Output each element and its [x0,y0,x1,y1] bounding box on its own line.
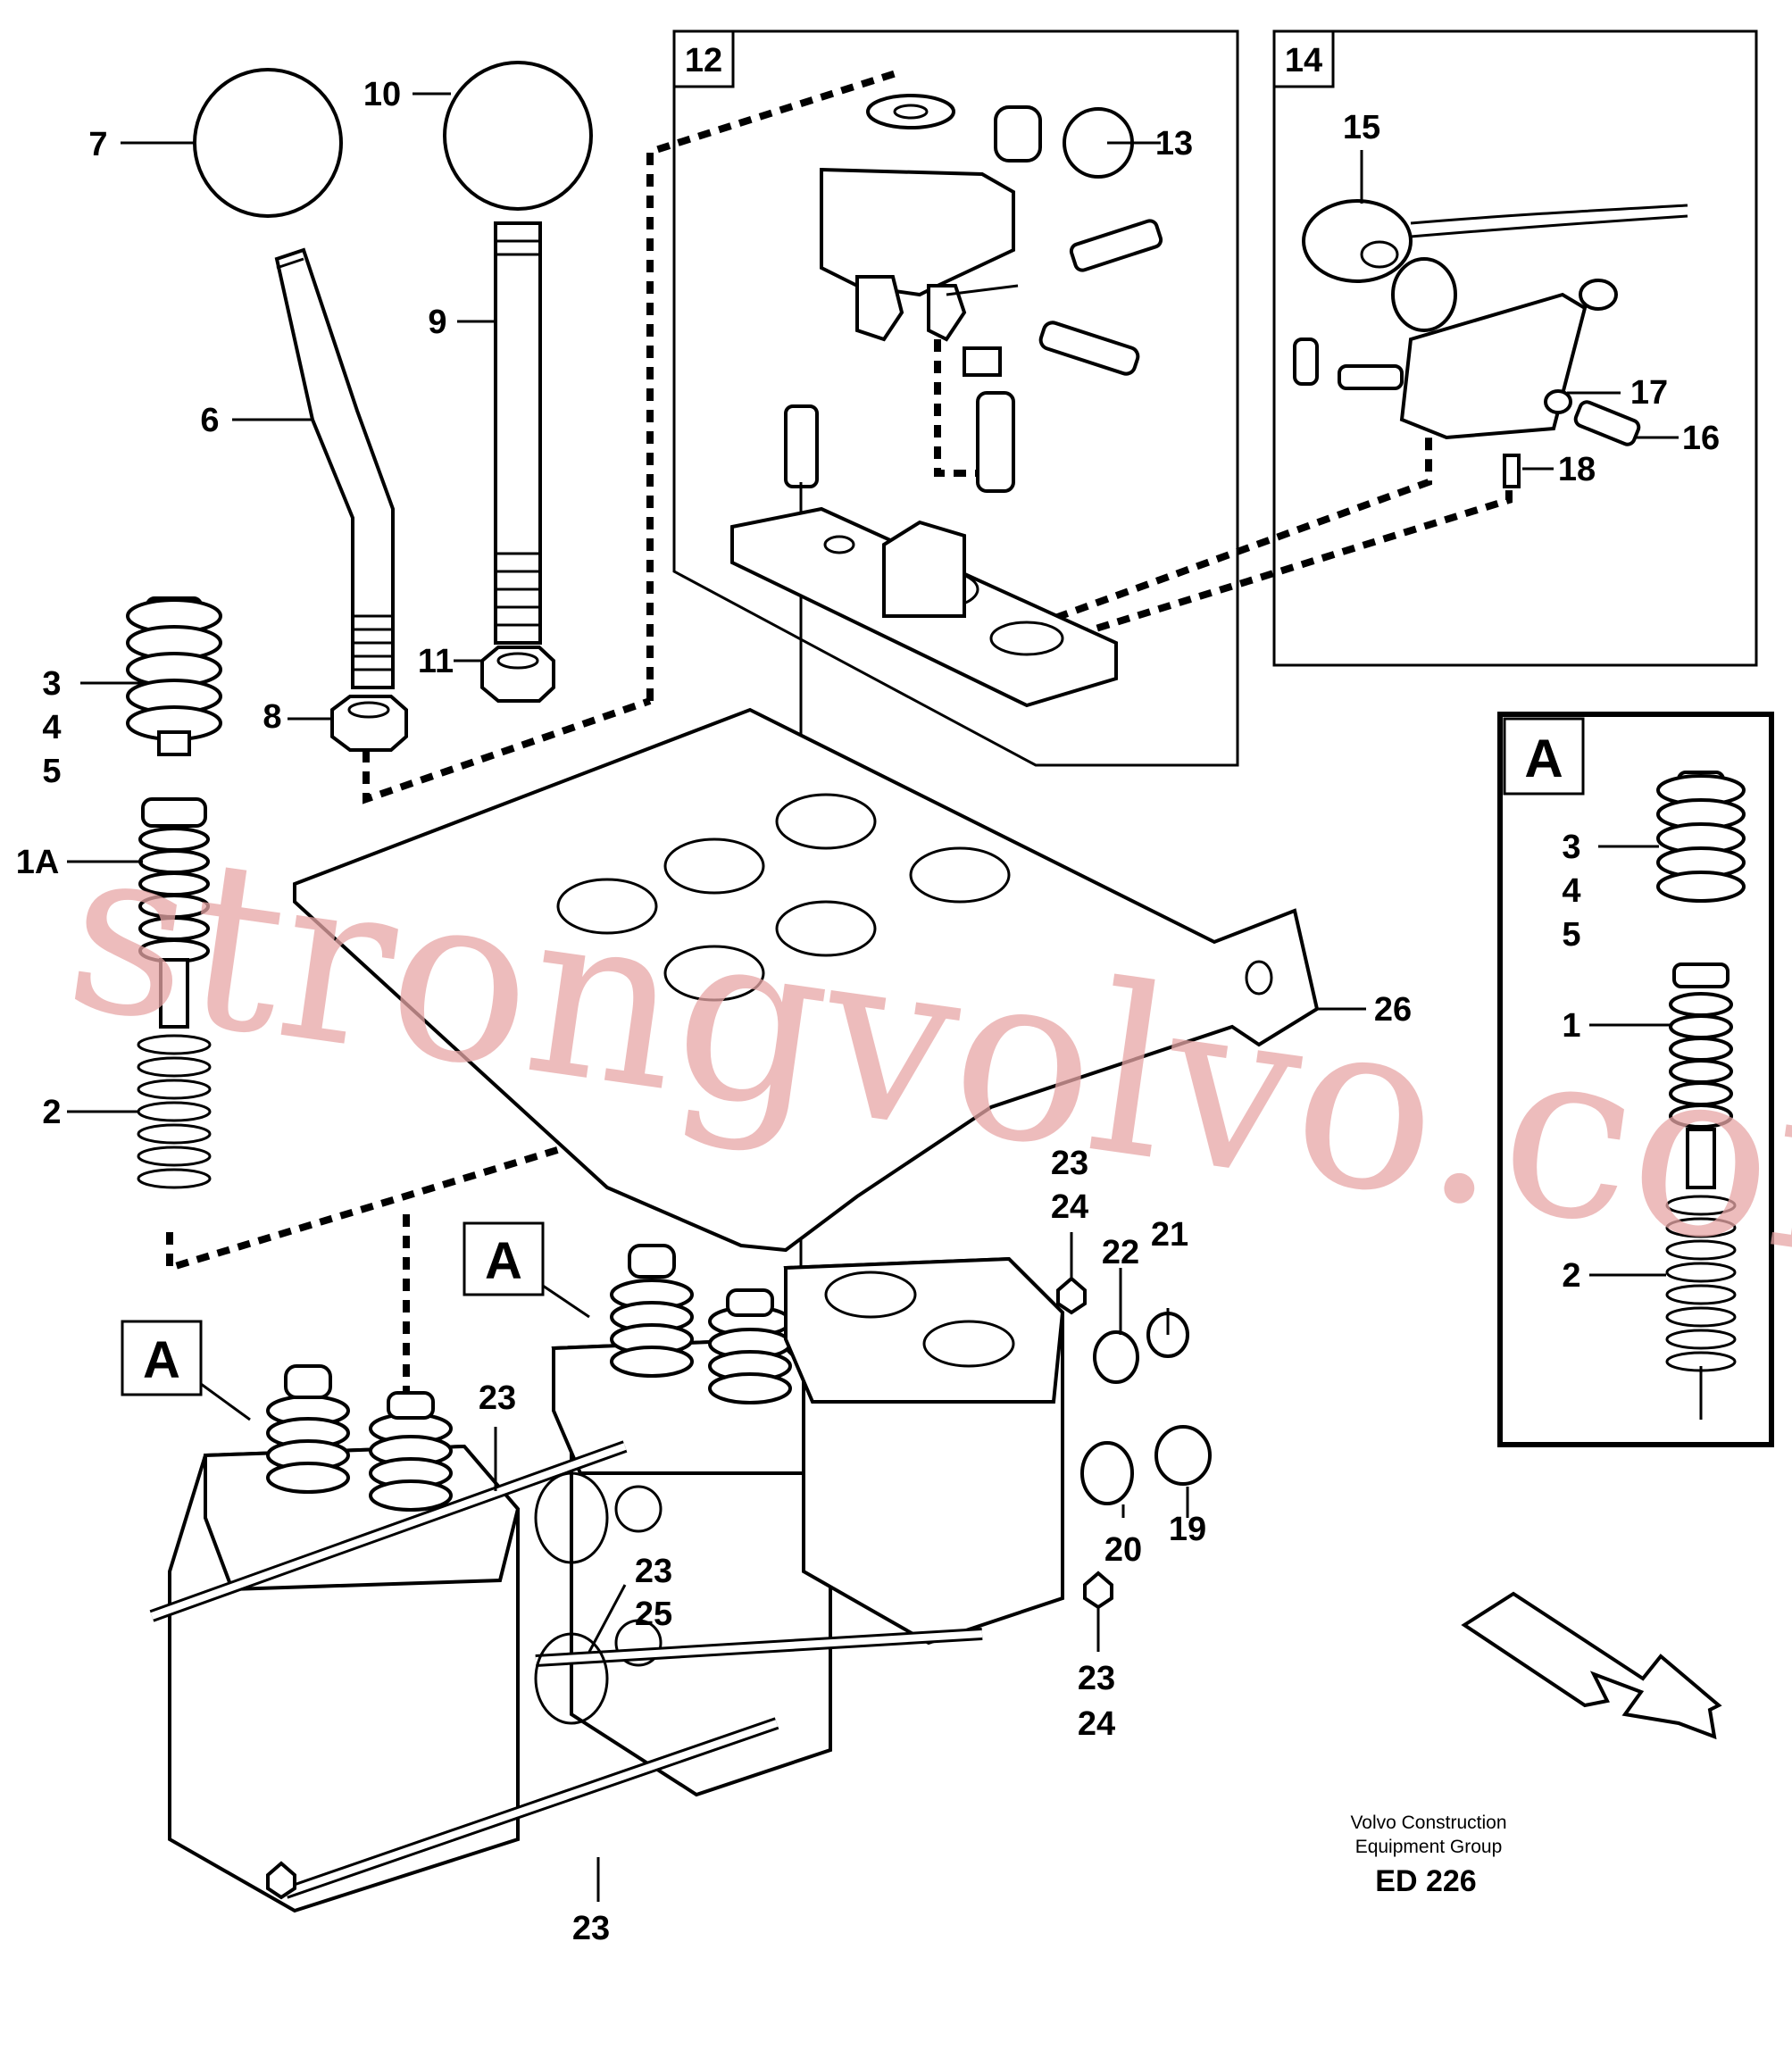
detail-a-callout-3: 3 [1562,829,1580,866]
detail-a-callout-2: 2 [1562,1257,1580,1295]
callout-11: 11 [418,643,454,680]
callout-18: 18 [1558,451,1596,488]
callout-15: 15 [1343,109,1380,146]
callout-26: 26 [1374,991,1412,1029]
marker-a-middle: A [463,1221,590,1319]
callout-labels: 7 10 13 15 9 6 17 16 18 3 4 5 8 11 1A 26… [16,76,1720,1947]
dash-line-d [1034,402,1432,629]
callout-23-c: 23 [635,1553,672,1590]
knob-7 [121,68,343,218]
callout-8: 8 [263,698,281,736]
callout-25: 25 [635,1596,672,1633]
o-rings-25 [534,1471,609,1725]
detail-a-spring-stack [1589,771,1746,1420]
callout-19: 19 [1169,1511,1206,1548]
callout-13: 13 [1155,125,1193,162]
callout-10: 10 [363,76,401,113]
tie-rods [149,1440,983,1899]
callout-12: 12 [685,42,722,79]
detail-a-callout-1: 1 [1562,1007,1580,1045]
callout-24-a: 24 [1051,1188,1088,1226]
inset-box-14: 14 [1272,29,1758,667]
callout-7: 7 [88,126,107,163]
callout-22: 22 [1102,1234,1139,1271]
footer-code: ED 226 [1375,1864,1476,1898]
detail-a-callout-5: 5 [1562,916,1580,954]
svg-text:A: A [143,1331,180,1389]
inset-box-12: 12 [672,29,1239,767]
callout-23-e: 23 [572,1910,610,1947]
callout-lines-14 [1360,150,1679,471]
bracket-assembly-12 [730,94,1163,1277]
callout-4: 4 [42,709,61,746]
valve-block-front [168,1364,521,1913]
footer-line-2: Equipment Group [1355,1837,1503,1857]
callout-23-d: 23 [1078,1660,1115,1697]
dash-line-11 [646,68,904,701]
footer-line-1: Volvo Construction [1350,1812,1506,1833]
switch-assembly-14 [1293,199,1688,488]
dash-line-c [934,339,982,477]
callout-20: 20 [1104,1531,1142,1569]
callout-24-b: 24 [1078,1705,1115,1743]
svg-text:A: A [485,1232,522,1290]
base-plate-26 [293,707,1366,1253]
callout-5: 5 [42,753,61,790]
direction-arrow [1461,1591,1722,1740]
nut-11 [454,646,555,703]
dash-line-e [1034,464,1513,651]
detail-a-callout-4: 4 [1562,872,1580,910]
footer-credit: Volvo Construction Equipment Group ED 22… [1350,1812,1506,1898]
callout-lines-block [494,1232,1189,1902]
callout-21: 21 [1151,1216,1188,1254]
spring-stack-left [67,596,222,1189]
callout-23-a: 23 [1051,1145,1088,1182]
marker-a-front: A [121,1320,251,1421]
callout-2: 2 [42,1094,61,1131]
detail-a-title: A [1524,729,1563,788]
callout-3: 3 [42,665,61,703]
lever-9 [457,221,542,645]
callout-23-b: 23 [479,1379,516,1417]
callout-1a: 1A [16,844,60,881]
dash-line-8 [363,697,652,804]
callout-16: 16 [1682,420,1720,457]
callout-6: 6 [200,402,219,439]
callout-9: 9 [428,304,446,341]
nut-8 [288,695,408,752]
callout-17: 17 [1630,374,1668,412]
callout-14: 14 [1285,42,1322,79]
lever-6 [232,247,395,689]
valve-block-rear [783,1256,1065,1646]
knob-10 [413,61,593,211]
